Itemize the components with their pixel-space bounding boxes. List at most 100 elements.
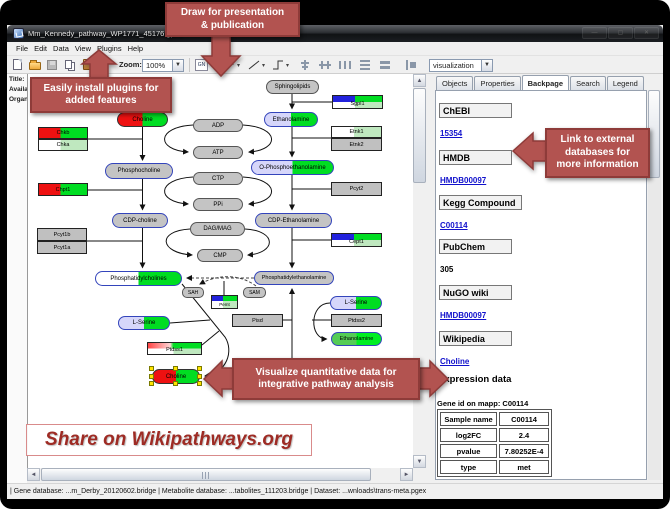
pathway-field-label: Title:: [9, 76, 25, 83]
node-ethanolamine-top[interactable]: Ethanolamine: [264, 112, 318, 127]
node-l-serine-right[interactable]: L-Serine: [330, 296, 382, 310]
zoom-combobox[interactable]: 100%▼: [142, 58, 184, 72]
save-button[interactable]: [45, 58, 59, 72]
node-sah[interactable]: SAH: [182, 287, 204, 298]
backpage-link[interactable]: HMDB00097: [440, 176, 487, 185]
node-adp[interactable]: ADP: [193, 119, 243, 132]
horizontal-scrollbar[interactable]: ◄ ►: [27, 468, 413, 481]
node-cdp-ethanolamine[interactable]: CDP-Ethanolamine: [255, 213, 332, 228]
node-etnk1[interactable]: Etnk1: [331, 126, 382, 138]
selection-handle[interactable]: [197, 373, 202, 379]
node-pcyt2[interactable]: Pcyt2: [331, 182, 382, 196]
node-dagmag[interactable]: DAG/MAG: [190, 222, 245, 236]
node-sam[interactable]: SAM: [243, 287, 266, 298]
node-cept1[interactable]: Cept1: [331, 233, 382, 247]
menu-item-edit[interactable]: Edit: [34, 44, 48, 53]
align-center-icon[interactable]: [299, 60, 311, 70]
node-atp[interactable]: ATP: [193, 146, 243, 159]
open-button[interactable]: [28, 58, 42, 72]
backpage-link[interactable]: Choline: [440, 357, 470, 366]
new-button[interactable]: [11, 58, 25, 72]
scroll-down-icon[interactable]: ▼: [413, 455, 426, 468]
minimize-button[interactable]: —: [582, 27, 607, 39]
panel-divider[interactable]: [426, 74, 433, 483]
tab-properties[interactable]: Properties: [474, 76, 521, 90]
backpage-link[interactable]: C00114: [440, 221, 468, 230]
scroll-right-icon[interactable]: ►: [400, 468, 413, 481]
node-phosphocholine[interactable]: Phosphocholine: [105, 163, 173, 179]
line-dropdown[interactable]: ▾: [262, 63, 266, 69]
gene-id-line: Gene id on mapp: C00114: [437, 399, 529, 408]
node-ptdss2[interactable]: Ptdss2: [331, 314, 382, 327]
layout-icon[interactable]: [405, 60, 417, 70]
node-pemt[interactable]: Pemt: [211, 295, 238, 309]
connector-dropdown[interactable]: ▾: [286, 63, 290, 69]
node-chkb[interactable]: Chkb: [38, 127, 88, 139]
node-chka[interactable]: Chka: [38, 139, 88, 151]
scroll-left-icon[interactable]: ◄: [27, 468, 40, 481]
node-sgpl1[interactable]: Sgpl1: [332, 95, 383, 109]
menu-item-file[interactable]: File: [16, 44, 29, 53]
line-tool[interactable]: [247, 58, 261, 72]
label-dropdown[interactable]: ▾: [237, 63, 241, 69]
node-sphingolipids[interactable]: Sphingolipids: [266, 80, 319, 94]
node-cdp-choline[interactable]: CDP-choline: [112, 213, 168, 228]
tab-backpage[interactable]: Backpage: [521, 75, 570, 90]
menu-item-data[interactable]: Data: [53, 44, 69, 53]
selection-handle[interactable]: [149, 366, 154, 371]
node-pcyt1b[interactable]: Pcyt1b: [37, 228, 87, 241]
node-choline-top[interactable]: Choline: [117, 112, 168, 127]
node-chpt1[interactable]: Chpt1: [38, 183, 88, 196]
distribute-v-icon[interactable]: [359, 60, 371, 70]
menu-item-help[interactable]: Help: [127, 44, 144, 53]
selection-handle[interactable]: [149, 381, 154, 386]
node-l-serine-left[interactable]: L-Serine: [118, 316, 170, 330]
node-phosphatidylcholines[interactable]: Phosphatidylcholines: [95, 271, 182, 286]
menu-item-plugins[interactable]: Plugins: [97, 44, 122, 53]
status-bar: | Gene database: ...m_Derby_20120602.bri…: [7, 483, 663, 499]
selection-handle[interactable]: [173, 366, 178, 371]
node-o-phosphoethanolamine[interactable]: O-Phosphoethanolamine: [251, 160, 334, 175]
label-tool[interactable]: Label: [219, 61, 234, 67]
selection-handle[interactable]: [173, 381, 178, 386]
node-pcyt1a[interactable]: Pcyt1a: [37, 241, 87, 254]
backpage-link[interactable]: HMDB00097: [440, 311, 487, 320]
copy-button[interactable]: [63, 58, 77, 72]
connector-tool[interactable]: [271, 58, 285, 72]
match-width-icon[interactable]: [379, 60, 391, 70]
node-cmp[interactable]: CMP: [197, 249, 243, 262]
tab-objects[interactable]: Objects: [436, 76, 474, 90]
vertical-scrollbar[interactable]: ▲ ▼: [413, 74, 426, 468]
menu-item-view[interactable]: View: [74, 44, 91, 53]
callout-draw-presentation: Draw for presentation& publication: [165, 2, 300, 37]
node-etnk2[interactable]: Etnk2: [331, 138, 382, 151]
import-button[interactable]: [81, 58, 95, 72]
node-phosphatidylethanolamine[interactable]: Phosphatidylethanolamine: [254, 271, 334, 285]
tab-search[interactable]: Search: [570, 76, 606, 90]
scroll-up-icon[interactable]: ▲: [413, 74, 426, 87]
title-bar[interactable]: Mm_Kennedy_pathway_WP1771_45176.gpml — ▢…: [7, 25, 663, 42]
tab-legend[interactable]: Legend: [606, 76, 644, 90]
chevron-down-icon[interactable]: ▼: [481, 59, 492, 71]
selection-handle[interactable]: [197, 381, 202, 386]
menu-bar: File Edit Data View Plugins Help: [7, 42, 663, 56]
node-ptdss1[interactable]: Ptdss1: [147, 342, 202, 355]
node-ethanolamine-bottom[interactable]: Ethanolamine: [331, 332, 382, 346]
backpage-link[interactable]: 15354: [440, 129, 463, 138]
expression-cell: Sample name: [440, 412, 497, 426]
align-middle-icon[interactable]: [319, 60, 331, 70]
visualization-combobox[interactable]: visualization▼: [429, 58, 493, 72]
selection-handle[interactable]: [197, 366, 202, 371]
node-ppi[interactable]: PPi: [193, 198, 243, 211]
selection-handle[interactable]: [149, 373, 154, 379]
datanode-tool[interactable]: GN: [195, 59, 208, 71]
panel-scrollbar[interactable]: [648, 90, 661, 480]
node-ctp[interactable]: CTP: [193, 172, 243, 185]
close-button[interactable]: ✕: [634, 27, 659, 39]
distribute-h-icon[interactable]: [339, 60, 351, 70]
node-pisd[interactable]: Pisd: [232, 314, 283, 327]
maximize-button[interactable]: ▢: [608, 27, 633, 39]
datanode-dropdown[interactable]: ▾: [210, 63, 214, 69]
chevron-down-icon[interactable]: ▼: [172, 59, 183, 71]
